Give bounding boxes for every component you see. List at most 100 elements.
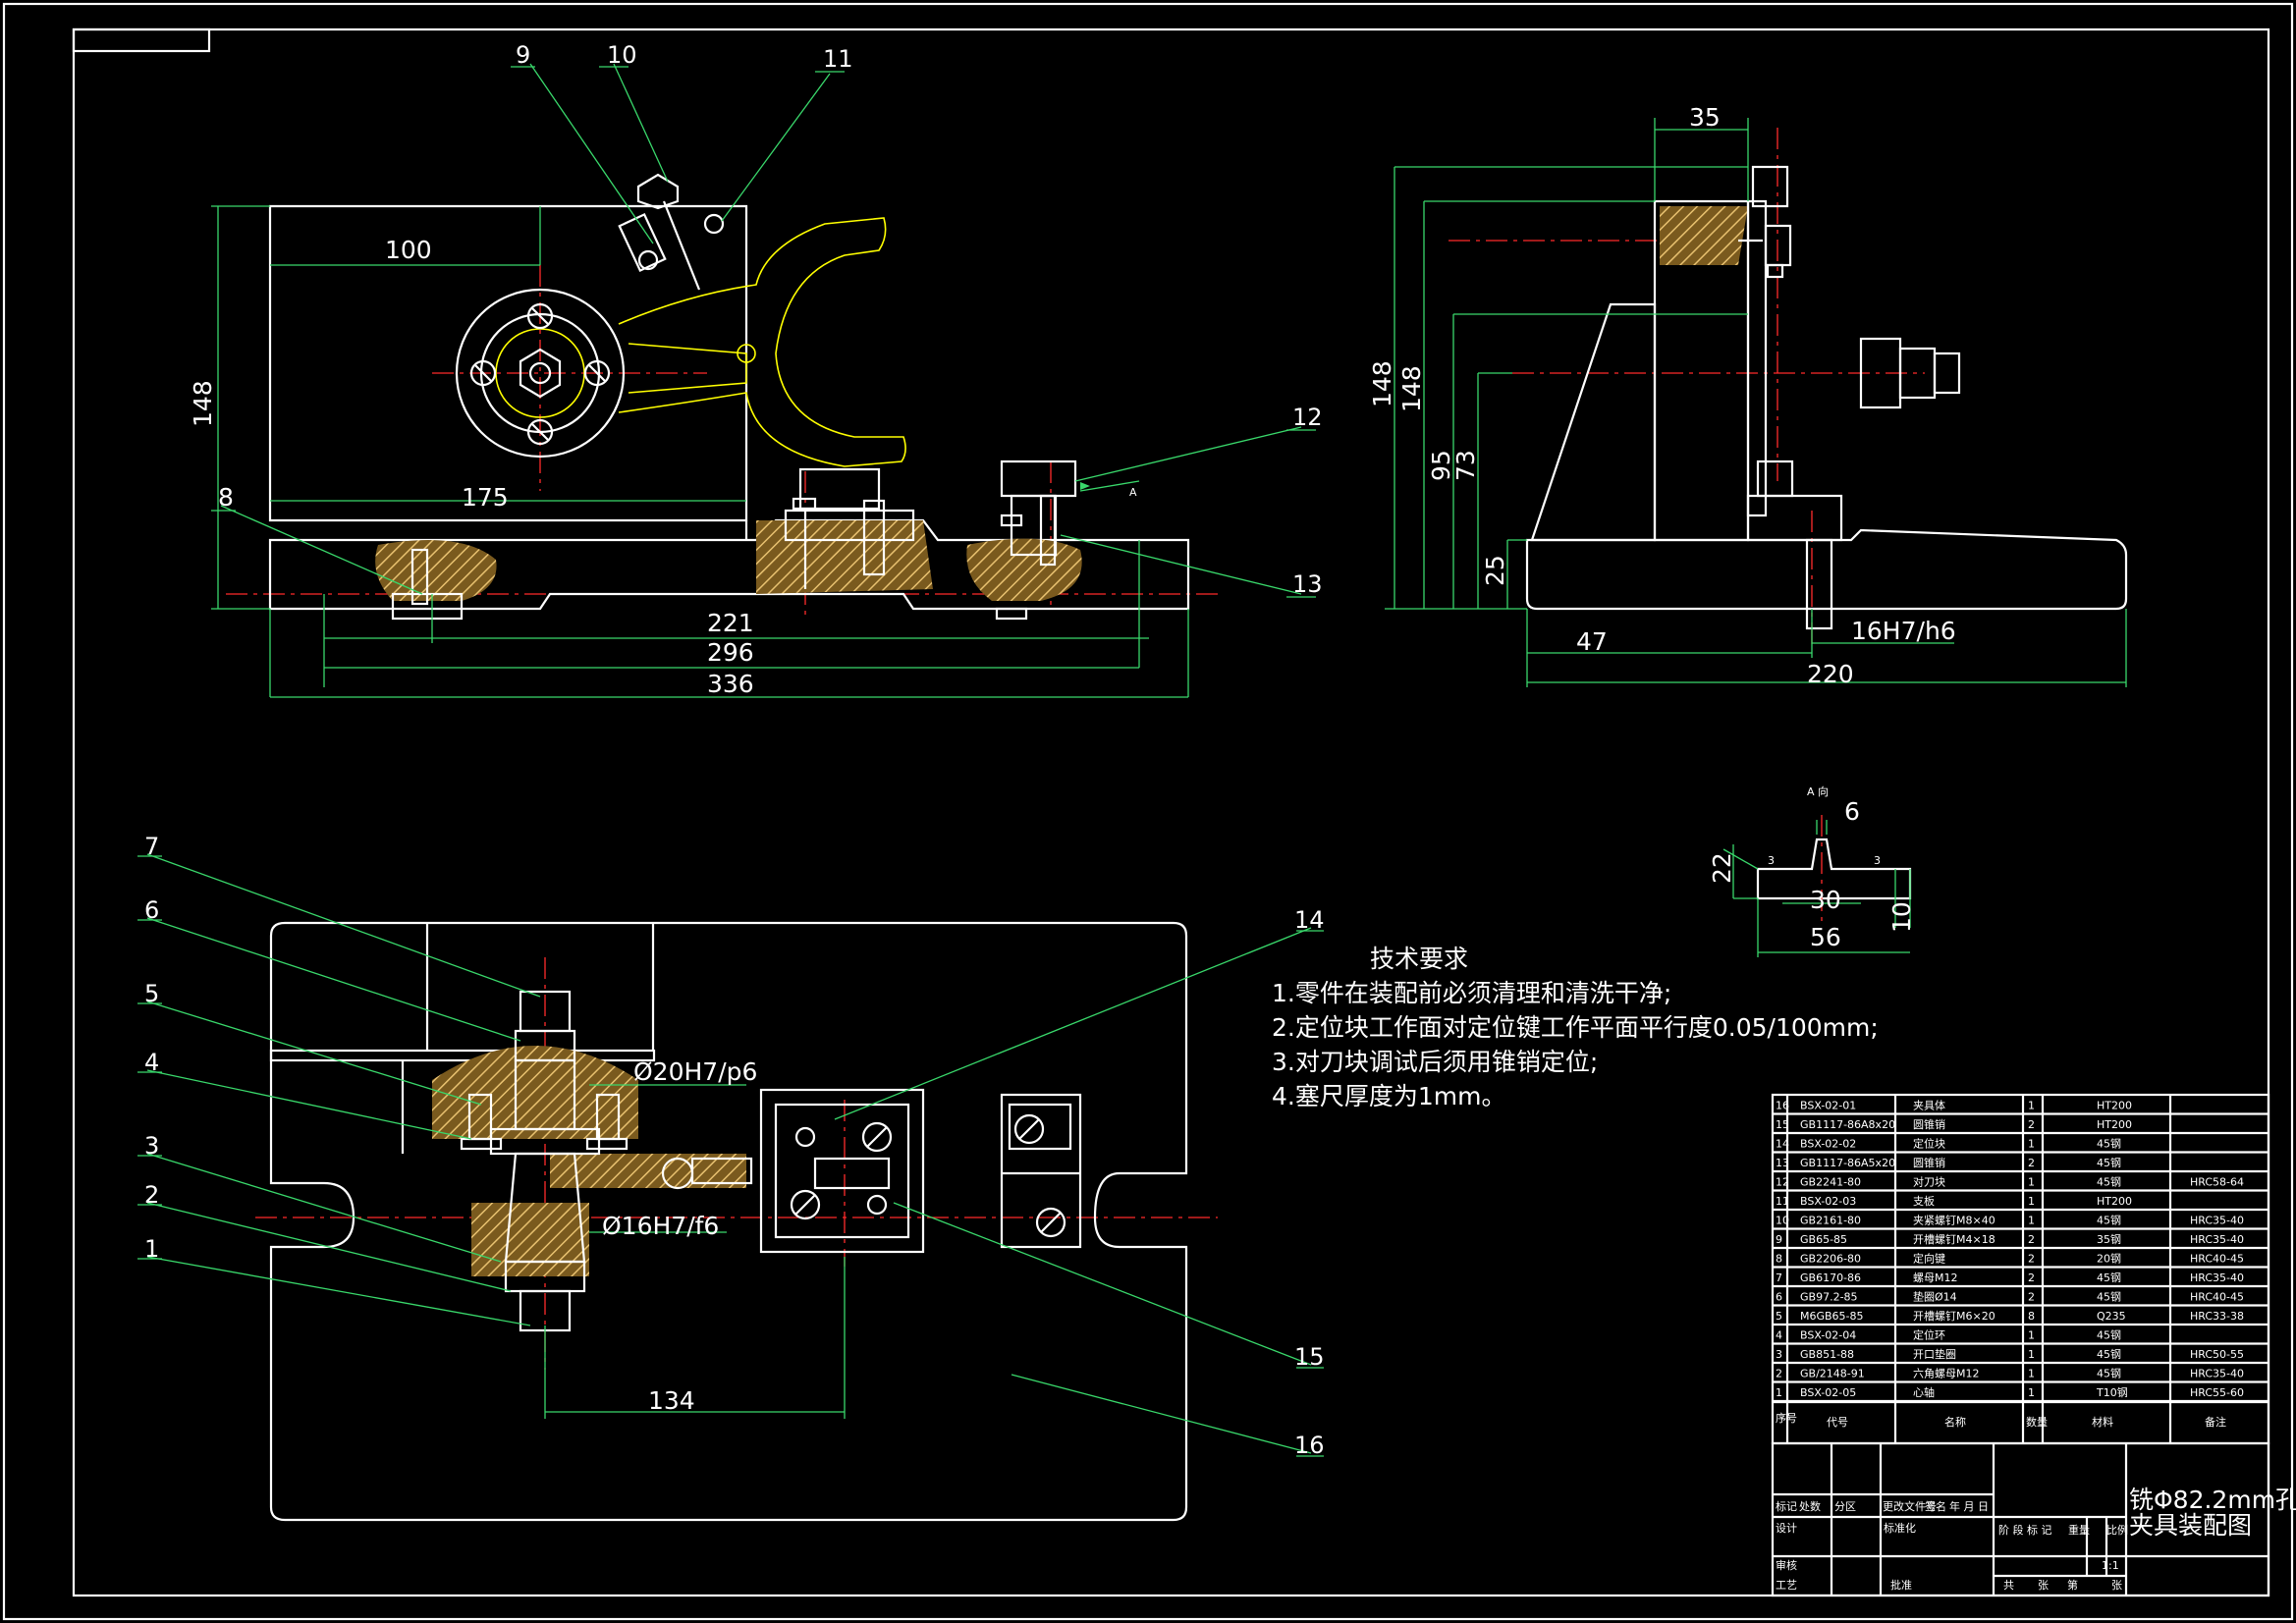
bom-cell-code: GB65-85 xyxy=(1800,1233,1847,1246)
detail-dim-56: 56 xyxy=(1810,923,1841,951)
balloon-6: 6 xyxy=(144,896,159,924)
bom-cell-mat: 45钢 xyxy=(2097,1138,2121,1151)
bom-cell-code: BSX-02-05 xyxy=(1800,1386,1856,1399)
bom-cell-no: 4 xyxy=(1776,1329,1782,1342)
bom-cell-rem: HRC40-45 xyxy=(2190,1253,2244,1266)
bom-cell-rem: HRC35-40 xyxy=(2190,1368,2244,1380)
dim-20H7-p6: Ø20H7/p6 xyxy=(633,1057,757,1086)
dim-35: 35 xyxy=(1689,103,1721,132)
balloon-12: 12 xyxy=(1292,404,1323,431)
bom-cell-mat: HT200 xyxy=(2097,1118,2132,1131)
tb-sheji: 设计 xyxy=(1776,1522,1797,1535)
balloon-11: 11 xyxy=(823,45,853,73)
bom-cell-mat: 45钢 xyxy=(2097,1271,2121,1284)
tb-gengai: 更改文件号 xyxy=(1883,1499,1937,1513)
detail-dim-3-left: 3 xyxy=(1768,854,1775,867)
bom-cell-qty: 1 xyxy=(2028,1138,2035,1151)
bom-header-qty: 数量 xyxy=(2026,1416,2048,1429)
bom-cell-code: GB2241-80 xyxy=(1800,1176,1861,1189)
balloon-4: 4 xyxy=(144,1049,159,1076)
dim-16H7-f6: Ø16H7/f6 xyxy=(602,1212,719,1240)
bom-cell-mat: 45钢 xyxy=(2097,1157,2121,1169)
bom-cell-no: 1 xyxy=(1776,1386,1782,1399)
dim-336: 336 xyxy=(707,670,754,698)
bom-cell-name: 对刀块 xyxy=(1913,1175,1945,1189)
dim-73: 73 xyxy=(1451,450,1480,481)
bom-cell-rem: HRC58-64 xyxy=(2190,1176,2244,1189)
bom-cell-no: 16 xyxy=(1776,1100,1789,1112)
bom-cell-rem: HRC35-40 xyxy=(2190,1271,2244,1284)
title-block: 铣Φ82.2mm孔 夹具装配图 标记 处数 分区 更改文件号 签名 年 月 日 … xyxy=(1771,1441,2296,1597)
bom-cell-no: 14 xyxy=(1776,1138,1789,1151)
bom-cell-code: BSX-02-03 xyxy=(1800,1195,1856,1208)
tb-jieduan: 阶 段 标 记 xyxy=(1998,1523,2052,1537)
tb-zhang: 张 xyxy=(2038,1579,2049,1592)
balloon-5: 5 xyxy=(144,980,159,1007)
detail-dim-10: 10 xyxy=(1887,901,1916,933)
tb-nianyueri: 年 月 日 xyxy=(1949,1499,1989,1513)
detail-dim-6: 6 xyxy=(1844,797,1860,826)
detail-view-a: A 向 6 22 30 10 56 3 3 xyxy=(1708,784,1916,957)
fixture-body-plan xyxy=(269,921,1188,1522)
tb-fenqu: 分区 xyxy=(1834,1500,1856,1513)
bom-cell-mat: 45钢 xyxy=(2097,1329,2121,1342)
title-line-1: 铣Φ82.2mm孔 xyxy=(2129,1486,2296,1514)
setting-block-profile xyxy=(1756,838,1912,900)
bom-header-material: 材料 xyxy=(2092,1415,2113,1429)
balloon-16: 16 xyxy=(1294,1432,1325,1459)
balloon-13: 13 xyxy=(1292,570,1323,598)
tb-zhongliang: 重量 xyxy=(2068,1523,2090,1537)
tb-biaozhunhua: 标准化 xyxy=(1884,1521,1916,1535)
bom-cell-mat: Q235 xyxy=(2097,1310,2126,1323)
dim-175: 175 xyxy=(462,483,509,512)
tb-di: 第 xyxy=(2067,1578,2078,1592)
locating-disc xyxy=(455,288,626,459)
front-plate xyxy=(268,204,748,522)
detail-dim-30: 30 xyxy=(1810,886,1841,914)
bom-cell-mat: 45钢 xyxy=(2097,1368,2121,1380)
bom-cell-no: 12 xyxy=(1776,1176,1789,1189)
dim-220: 220 xyxy=(1807,660,1854,688)
bom-cell-mat: 20钢 xyxy=(2097,1253,2121,1266)
view-arrow-label: A xyxy=(1129,486,1137,499)
bom-header-name: 名称 xyxy=(1944,1415,1966,1429)
bom-cell-mat: HT200 xyxy=(2097,1100,2132,1112)
top-view: 134 Ø20H7/p6 Ø16H7/f6 7 6 5 4 3 2 1 14 1… xyxy=(137,833,1325,1522)
technical-requirements: 技术要求 1.零件在装配前必须清理和清洗干净; 2.定位块工作面对定位键工作平面… xyxy=(1272,945,1879,1110)
bom-cell-name: 夹具体 xyxy=(1913,1099,1945,1112)
dim-148-a: 148 xyxy=(1368,360,1396,407)
bom-cell-code: BSX-02-02 xyxy=(1800,1138,1856,1151)
bom-cell-code: GB6170-86 xyxy=(1800,1271,1861,1284)
bom-cell-no: 8 xyxy=(1776,1253,1782,1266)
bom-cell-no: 3 xyxy=(1776,1348,1782,1361)
tech-req-3: 3.对刀块调试后须用锥销定位; xyxy=(1272,1048,1598,1076)
bom-cell-name: 定向键 xyxy=(1913,1252,1945,1266)
balloon-7: 7 xyxy=(144,833,159,860)
side-view: 35 148 148 95 73 25 47 220 16H7/h6 xyxy=(1368,103,2128,688)
balloon-10: 10 xyxy=(607,41,637,69)
bom-header-index: 序号 xyxy=(1776,1411,1797,1425)
bom-cell-qty: 1 xyxy=(2028,1100,2035,1112)
bom-cell-name: 六角螺母M12 xyxy=(1913,1368,1980,1380)
bom-cell-no: 13 xyxy=(1776,1157,1789,1169)
bom-cell-code: GB2161-80 xyxy=(1800,1215,1861,1227)
bom-cell-name: 心轴 xyxy=(1913,1385,1935,1399)
detail-dim-22: 22 xyxy=(1708,852,1736,884)
side-rib xyxy=(1530,302,1657,542)
balloon-9: 9 xyxy=(516,41,530,69)
bom-cell-code: GB97.2-85 xyxy=(1800,1291,1858,1304)
dim-25: 25 xyxy=(1481,555,1509,586)
tb-gong: 共 xyxy=(2003,1579,2014,1592)
bom-cell-no: 10 xyxy=(1776,1215,1789,1227)
bom-cell-qty: 2 xyxy=(2028,1291,2035,1304)
tb-scale: 1:1 xyxy=(2102,1559,2119,1572)
tech-req-1: 1.零件在装配前必须清理和清洗干净; xyxy=(1272,979,1671,1007)
bom-cell-qty: 1 xyxy=(2028,1215,2035,1227)
title-line-2: 夹具装配图 xyxy=(2129,1511,2252,1540)
dim-148: 148 xyxy=(189,380,217,427)
bom-cell-code: GB1117-86A5x20 xyxy=(1800,1157,1895,1169)
bom-cell-code: M6GB65-85 xyxy=(1800,1310,1864,1323)
tb-zhang2: 张 xyxy=(2111,1579,2122,1592)
bom-cell-code: GB851-88 xyxy=(1800,1348,1854,1361)
